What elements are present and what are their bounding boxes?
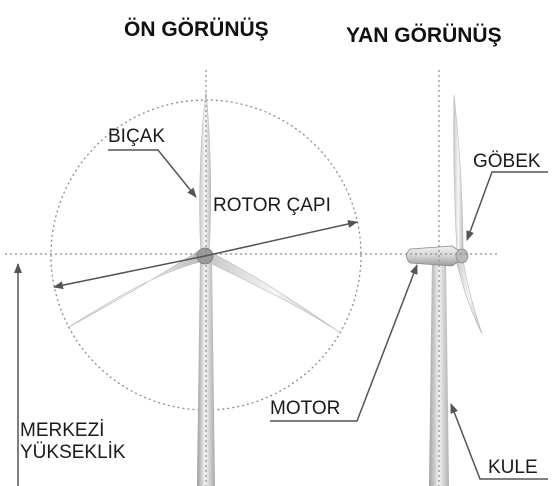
arrows (14, 149, 548, 486)
side-turbine (406, 94, 483, 486)
hub-arrow (466, 171, 548, 241)
motor-label: MOTOR (270, 398, 341, 419)
side-blade-down (455, 257, 483, 335)
front-view-title: ÖN GÖRÜNÜŞ (124, 18, 269, 41)
front-blade-top (199, 91, 211, 256)
rotor-diameter-arrow-up-right (204, 220, 358, 257)
side-hub (455, 248, 469, 264)
blade-arrow (108, 149, 197, 198)
hub-height-label-line2: YÜKSEKLİK (20, 442, 126, 463)
side-view-title: YAN GÖRÜNÜŞ (346, 24, 502, 47)
hub-height-label-line1: MERKEZİ (20, 420, 105, 441)
side-blade-up (453, 94, 464, 251)
guide-lines (5, 70, 500, 486)
front-blade-left (66, 249, 201, 329)
hub-label: GÖBEK (473, 151, 541, 172)
tower-arrow (450, 403, 548, 480)
rotor-diameter-label: ROTOR ÇAPI (213, 195, 331, 216)
side-nacelle (406, 245, 459, 267)
hub-height-label: MERKEZİ YÜKSEKLİK (20, 420, 126, 464)
rotor-diameter-arrow-down-left (53, 255, 206, 290)
blade-label: BIÇAK (108, 126, 166, 147)
motor-arrow (270, 264, 418, 422)
tower-label: KULE (488, 457, 538, 478)
front-blade-right (207, 251, 343, 335)
